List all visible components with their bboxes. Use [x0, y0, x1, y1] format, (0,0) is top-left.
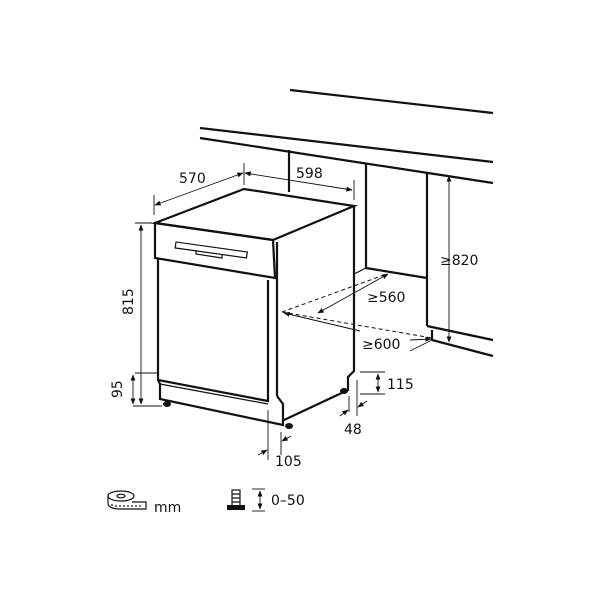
foot — [340, 388, 348, 394]
dimension-lines — [130, 163, 452, 460]
dishwasher — [150, 187, 359, 429]
dim-back-offset-label: 48 — [344, 422, 362, 438]
dim-niche-width-label: ≥600 — [362, 337, 400, 353]
adjust-range-label: 0–50 — [271, 493, 305, 509]
dim-width-label: 598 — [296, 166, 323, 182]
tape-measure-icon — [107, 490, 147, 510]
dim-niche-depth-label: ≥560 — [367, 290, 405, 306]
kitchen-cabinet — [199, 88, 494, 358]
dim-back-plinth-height-label: 115 — [387, 377, 414, 393]
dim-depth-label: 570 — [179, 171, 206, 187]
dim-height-label: 815 — [121, 288, 137, 315]
unit-label: mm — [154, 500, 181, 516]
dim-front-offset-label: 105 — [275, 454, 302, 470]
dim-plinth-height-label: 95 — [110, 380, 126, 398]
foot — [285, 423, 293, 429]
foot — [163, 401, 171, 407]
dim-niche-height-label: ≥820 — [440, 253, 478, 269]
adjustable-foot-icon — [227, 488, 265, 512]
